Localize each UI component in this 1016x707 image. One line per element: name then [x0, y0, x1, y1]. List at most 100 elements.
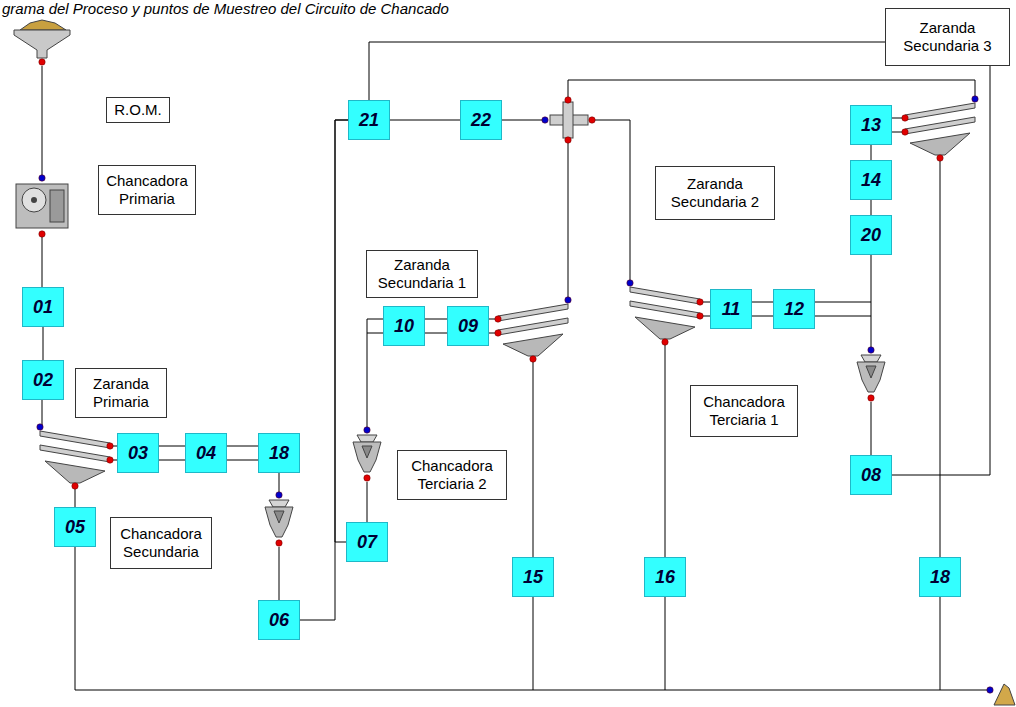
sample-number: 07: [357, 532, 377, 553]
equipment-label: R.O.M.: [106, 97, 170, 123]
screen-deck: [905, 117, 975, 134]
sample-number: 02: [33, 370, 53, 391]
sample-number: 20: [861, 225, 881, 246]
screen-trough: [635, 317, 695, 339]
sample-point: 09: [447, 306, 489, 346]
splitter-arm: [563, 102, 573, 138]
stockpile: [994, 684, 1015, 705]
diagram-title: grama del Proceso y puntos de Muestreo d…: [2, 0, 449, 17]
jaw: [50, 190, 64, 222]
crusher-mantle: [362, 446, 372, 458]
flow-line: [425, 319, 447, 333]
flow-line: [227, 446, 258, 460]
inlet-dot: [972, 96, 978, 102]
crusher-feed: [861, 355, 881, 362]
flow-line: [390, 120, 460, 121]
sample-point: 14: [850, 160, 892, 200]
outlet-dot: [697, 313, 703, 319]
sample-number: 14: [861, 170, 881, 191]
crusher-mantle: [866, 366, 876, 378]
outlet-dot: [495, 316, 501, 322]
inlet-dot: [364, 427, 370, 433]
outlet-dot: [39, 59, 45, 65]
sample-point: 12: [773, 289, 815, 329]
cone-crusher: [265, 507, 293, 537]
sample-point: 04: [185, 433, 227, 473]
equipment-label: Zaranda Primaria: [75, 368, 167, 418]
sample-point: 06: [258, 600, 300, 640]
sample-number: 15: [523, 567, 543, 588]
outlet-dot: [39, 231, 45, 237]
process-wires: [42, 66, 990, 690]
outlet-dot: [107, 443, 113, 449]
equipment-name: Chancadora Terciaria 1: [697, 393, 791, 429]
outlet-dot: [530, 356, 536, 362]
equipment-name: Zaranda Secundaria 3: [892, 19, 1003, 55]
inlet-dot: [627, 280, 633, 286]
equipment-name: Zaranda Primaria: [82, 375, 160, 411]
outlet-dot: [364, 475, 370, 481]
screen-deck: [630, 287, 700, 304]
screen-deck: [498, 318, 568, 335]
sample-point: 21: [348, 100, 390, 140]
flow-line: [300, 120, 348, 620]
equipment-label: Chancadora Terciaria 1: [690, 385, 798, 437]
crusher-mantle: [274, 511, 284, 523]
inlet-dot: [565, 297, 571, 303]
sample-number: 21: [359, 110, 379, 131]
cone-crusher: [353, 442, 381, 472]
flywheel: [22, 188, 46, 212]
outlet-dot: [697, 299, 703, 305]
inlet-dot: [276, 492, 282, 498]
screen-deck: [905, 103, 975, 120]
flow-line: [871, 200, 872, 215]
screen-deck: [40, 445, 110, 462]
flow-line: [43, 327, 44, 360]
sample-number: 16: [655, 567, 675, 588]
equipment-label: Zaranda Secundaria 3: [885, 8, 1010, 66]
sample-number: 04: [196, 443, 216, 464]
screen-trough: [503, 334, 563, 356]
flow-line: [871, 145, 872, 160]
outlet-dot: [937, 155, 943, 161]
sample-point: 15: [512, 557, 554, 597]
equipment-name: R.O.M.: [114, 101, 162, 119]
outlet-dot: [902, 115, 908, 121]
outlet-dot: [589, 117, 595, 123]
sample-point: 01: [22, 287, 64, 327]
sample-point: 16: [644, 557, 686, 597]
sample-point: 08: [850, 455, 892, 495]
inlet-dot: [987, 687, 993, 693]
inlet-dot: [39, 175, 45, 181]
outlet-dot: [902, 129, 908, 135]
sample-number: 22: [471, 110, 491, 131]
sample-point: 10: [383, 306, 425, 346]
equipment-label: Zaranda Secundaria 1: [366, 250, 478, 298]
sample-number: 09: [458, 316, 478, 337]
screen-deck: [630, 301, 700, 318]
equipment-label: Chancadora Secundaria: [110, 517, 212, 569]
sample-number: 12: [784, 299, 804, 320]
outlet-dot: [565, 137, 571, 143]
screen-deck: [498, 304, 568, 321]
sample-point: 05: [54, 507, 96, 547]
flow-line: [335, 120, 348, 542]
sample-number: 13: [861, 115, 881, 136]
outlet-dot: [662, 339, 668, 345]
sample-point: 22: [460, 100, 502, 140]
flow-line: [369, 42, 885, 100]
equipment-name: Chancadora Secundaria: [117, 525, 205, 561]
sample-point: 20: [850, 215, 892, 255]
sample-number: 01: [33, 297, 53, 318]
equipment-name: Chancadora Terciaria 2: [404, 457, 500, 493]
sample-point: 11: [710, 289, 752, 329]
sample-number: 03: [128, 443, 148, 464]
equipment-label: Zaranda Secundaria 2: [655, 166, 775, 220]
outlet-dot: [565, 97, 571, 103]
sample-point: 03: [117, 433, 159, 473]
crusher-feed: [269, 500, 289, 507]
crusher-feed: [357, 435, 377, 442]
outlet-dot: [868, 395, 874, 401]
sample-point: 02: [22, 360, 64, 400]
sample-point: 13: [850, 105, 892, 145]
